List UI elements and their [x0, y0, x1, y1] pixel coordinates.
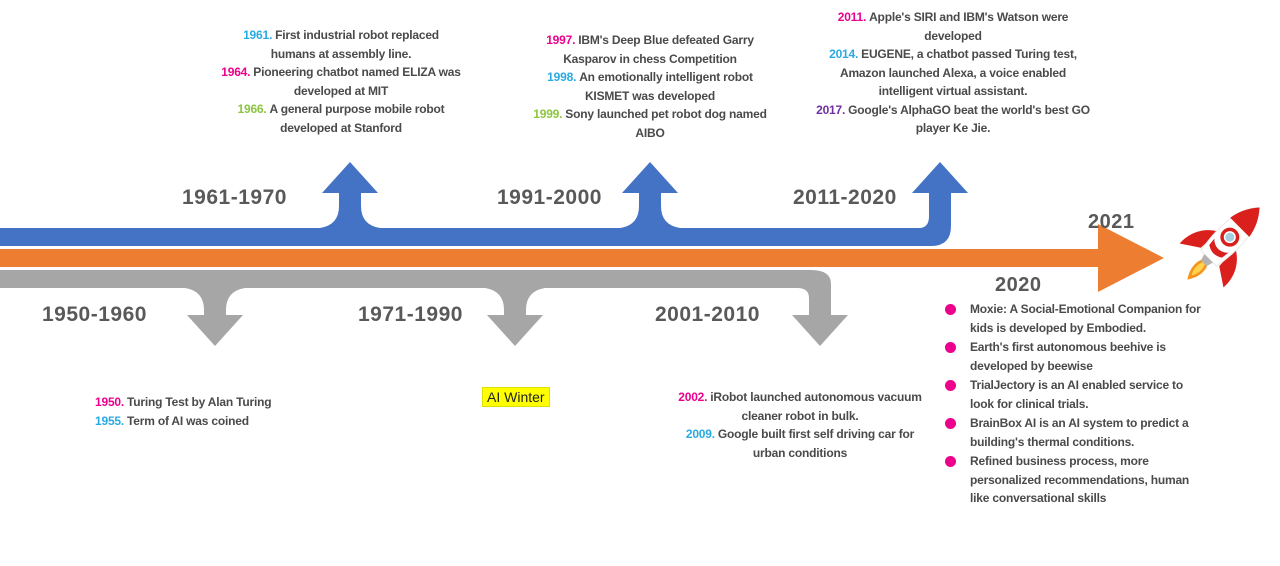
event-year: 2011.	[837, 10, 867, 24]
events-1991-2000: 1997.IBM's Deep Blue defeated Garry Kasp…	[524, 31, 776, 142]
event-entry: 1966.A general purpose mobile robot deve…	[220, 100, 462, 137]
range-label-1971-1990: 1971-1990	[358, 303, 463, 326]
list-item: Earth's first autonomous beehive is deve…	[945, 338, 1207, 375]
bullet-dot-icon	[945, 304, 956, 315]
event-year: 2009.	[685, 427, 715, 441]
events-2001-2010: 2002.iRobot launched autonomous vacuum c…	[672, 388, 928, 462]
event-entry: 1998.An emotionally intelligent robot KI…	[524, 68, 776, 105]
event-text: An emotionally intelligent robot KISMET …	[579, 70, 753, 103]
up-arrow-1991-2000	[620, 162, 680, 246]
event-year: 2014.	[829, 47, 859, 61]
range-label-1961-1970: 1961-1970	[182, 186, 287, 209]
events-2011-2020: 2011.Apple's SIRI and IBM's Watson were …	[816, 8, 1090, 138]
bullet-text: BrainBox AI is an AI system to predict a…	[970, 416, 1189, 449]
event-entry: 2002.iRobot launched autonomous vacuum c…	[672, 388, 928, 425]
bullet-text: Refined business process, more personali…	[970, 454, 1190, 505]
event-entry: 2014.EUGENE, a chatbot passed Turing tes…	[816, 45, 1090, 101]
event-year: 1950.	[95, 395, 125, 409]
event-entry: 1955.Term of AI was coined	[95, 412, 345, 431]
event-year: 1964.	[221, 65, 251, 79]
event-year: 1966.	[237, 102, 267, 116]
event-text: EUGENE, a chatbot passed Turing test, Am…	[839, 47, 1077, 98]
end-label-2021: 2021	[1088, 211, 1135, 233]
event-text: iRobot launched autonomous vacuum cleane…	[710, 390, 922, 423]
range-label-2011-2020: 2011-2020	[793, 186, 897, 209]
event-year: 1998.	[547, 70, 577, 84]
event-entry: 1964.Pioneering chatbot named ELIZA was …	[220, 63, 462, 100]
bullet-dot-icon	[945, 380, 956, 391]
event-entry: 2017.Google's AlphaGO beat the world's b…	[816, 101, 1090, 138]
events-2020-list: Moxie: A Social-Emotional Companion for …	[945, 300, 1207, 509]
event-year: 1999.	[533, 107, 563, 121]
event-text: Google's AlphaGO beat the world's best G…	[848, 102, 1090, 136]
bullet-text: Moxie: A Social-Emotional Companion for …	[970, 302, 1201, 335]
timeline-band-orange	[0, 224, 1164, 292]
rocket-icon	[1172, 182, 1280, 292]
event-text: A general purpose mobile robot developed…	[269, 102, 445, 135]
event-text: IBM's Deep Blue defeated Garry Kasparov …	[563, 33, 754, 66]
down-arrow-1950-1960	[185, 270, 245, 346]
event-text: Term of AI was coined	[127, 413, 249, 428]
event-year: 1955.	[95, 413, 125, 428]
list-item: Refined business process, more personali…	[945, 452, 1207, 508]
event-entry: 1999.Sony launched pet robot dog named A…	[524, 105, 776, 142]
range-label-1991-2000: 1991-2000	[497, 186, 602, 209]
timeline-band-gray	[0, 270, 848, 346]
timeline-band-blue	[0, 162, 968, 246]
list-item: Moxie: A Social-Emotional Companion for …	[945, 300, 1207, 337]
event-text: Turing Test by Alan Turing	[127, 395, 272, 409]
event-text: First industrial robot replaced humans a…	[270, 28, 439, 61]
event-text: Apple's SIRI and IBM's Watson were devel…	[869, 10, 1069, 43]
ai-winter-label: AI Winter	[482, 387, 550, 407]
bullet-dot-icon	[945, 456, 956, 467]
event-year: 1997.	[546, 33, 576, 47]
list-item: BrainBox AI is an AI system to predict a…	[945, 414, 1207, 451]
event-year: 2002.	[678, 390, 708, 404]
end-label-2020: 2020	[995, 274, 1042, 296]
event-entry: 2011.Apple's SIRI and IBM's Watson were …	[816, 8, 1090, 45]
event-year: 1961.	[243, 28, 273, 42]
event-entry: 1950.Turing Test by Alan Turing	[95, 393, 345, 412]
event-text: Google built first self driving car for …	[717, 427, 915, 460]
list-item: TrialJectory is an AI enabled service to…	[945, 376, 1207, 413]
event-year: 2017.	[816, 102, 846, 117]
event-entry: 2009.Google built first self driving car…	[672, 425, 928, 462]
event-entry: 1961.First industrial robot replaced hum…	[220, 26, 462, 63]
bullet-text: TrialJectory is an AI enabled service to…	[970, 378, 1183, 411]
up-arrow-1961-1970	[320, 162, 380, 246]
event-text: Pioneering chatbot named ELIZA was devel…	[253, 65, 461, 98]
range-label-2001-2010: 2001-2010	[655, 303, 760, 326]
bullet-dot-icon	[945, 418, 956, 429]
bullet-dot-icon	[945, 342, 956, 353]
events-1950-1960: 1950.Turing Test by Alan Turing 1955.Ter…	[95, 393, 345, 430]
events-1961-1970: 1961.First industrial robot replaced hum…	[220, 26, 462, 137]
down-arrow-1971-1990	[485, 270, 545, 346]
range-label-1950-1960: 1950-1960	[42, 303, 147, 326]
event-text: Sony launched pet robot dog named AIBO	[565, 107, 767, 140]
event-entry: 1997.IBM's Deep Blue defeated Garry Kasp…	[524, 31, 776, 68]
bullet-text: Earth's first autonomous beehive is deve…	[970, 340, 1166, 373]
